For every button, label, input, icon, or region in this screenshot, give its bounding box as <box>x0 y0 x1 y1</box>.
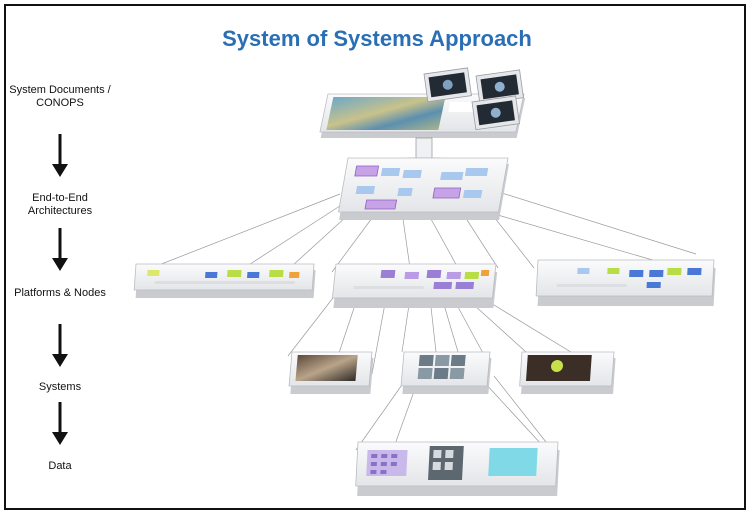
architecture-panel <box>338 157 509 220</box>
page-title: System of Systems Approach <box>222 26 532 51</box>
level-label-data: Data <box>48 460 72 472</box>
down-arrow-icon <box>52 402 68 445</box>
system-panel-right <box>519 351 616 394</box>
system-hierarchy-diagram <box>133 67 716 496</box>
system-panel-left <box>288 351 374 394</box>
connector-lines <box>135 187 697 459</box>
conops-panel <box>319 93 526 138</box>
level-label-architectures: End-to-End Architectures <box>27 192 93 217</box>
system-panel-center <box>400 351 492 394</box>
conops-photo-tiles <box>423 67 524 131</box>
data-panel <box>355 441 560 496</box>
diagram-frame: System of Systems Approach System Docume… <box>4 4 746 510</box>
level-label-platforms: Platforms & Nodes <box>14 287 106 299</box>
down-arrow-icon <box>52 324 68 367</box>
down-arrow-icon <box>52 228 68 271</box>
level-label-conops: System Documents / CONOPS <box>9 84 111 109</box>
down-arrow-icon <box>52 134 68 177</box>
platform-panel-right <box>535 259 716 306</box>
level-label-systems: Systems <box>38 381 82 393</box>
platform-panel-center <box>331 263 498 308</box>
platform-panel-left <box>133 263 316 298</box>
